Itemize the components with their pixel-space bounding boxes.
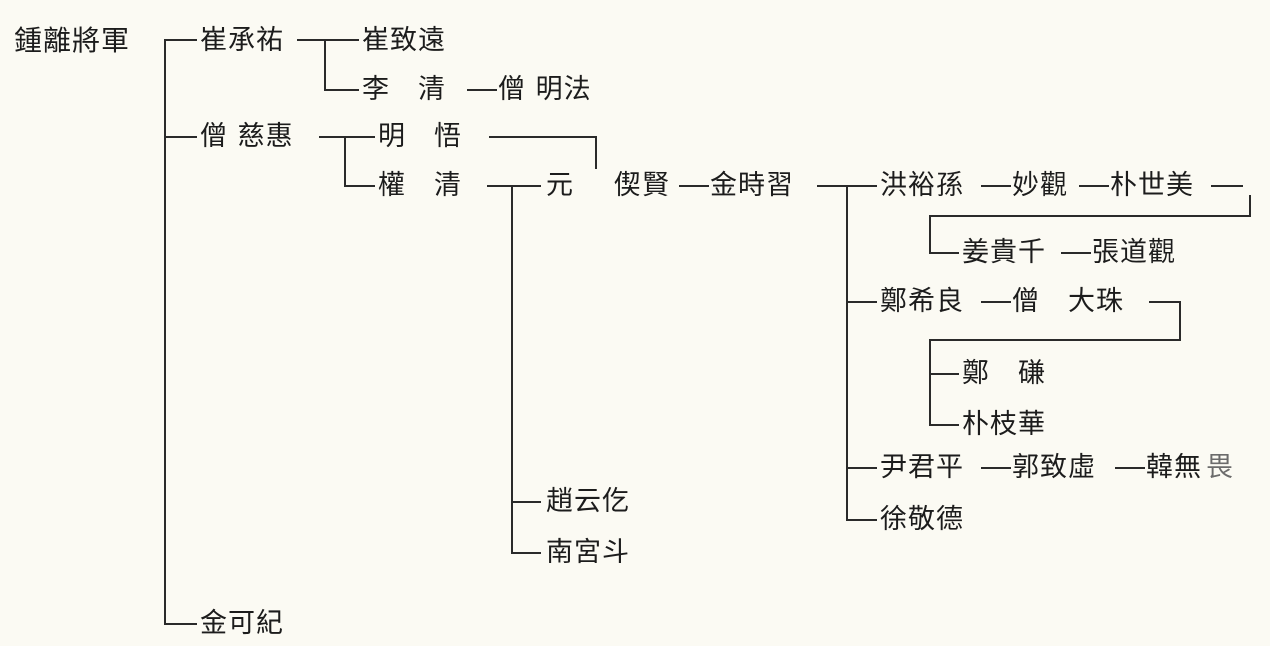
person-node: 僧 慈惠 [200,121,294,152]
person-node: 南宮斗 [546,537,630,568]
person-node: 僧 明法 [498,74,592,105]
person-node: 權 清 [378,170,462,201]
person-node: 金可紀 [200,608,284,639]
person-node: 崔承祐 [200,25,284,56]
person-node: 郭致虛 [1012,452,1096,483]
person-node-faint-char: 畏 [1206,452,1234,483]
person-node: 鄭希良 [880,286,964,317]
person-node: 鄭 磏 [962,358,1046,389]
person-node: 元 [546,170,574,201]
person-node: 徐敬德 [880,504,964,535]
person-node: 偰賢 [614,170,670,201]
person-node: 朴枝華 [962,409,1046,440]
root-person: 鍾離將軍 [14,24,131,57]
person-node: 姜貴千 [962,237,1046,268]
person-node: 趙云仡 [546,486,630,517]
person-node: 李 清 [362,74,446,105]
person-node: 張道觀 [1092,237,1176,268]
person-node: 洪裕孫 [880,170,964,201]
person-node: 金時習 [710,170,794,201]
person-node: 明 悟 [378,121,462,152]
person-node: 尹君平 [880,452,964,483]
person-node: 妙觀 [1012,170,1068,201]
person-node: 韓無 [1146,452,1202,483]
person-node: 崔致遠 [362,25,446,56]
person-node: 僧 大珠 [1012,286,1124,317]
person-node: 朴世美 [1110,170,1194,201]
